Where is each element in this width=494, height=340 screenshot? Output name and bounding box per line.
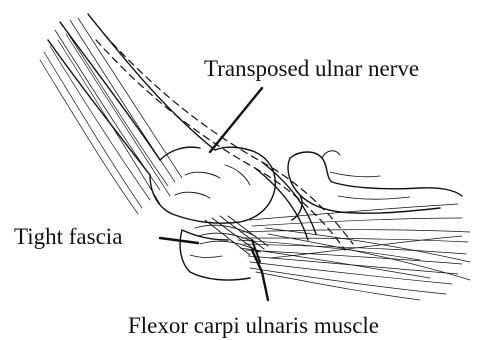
proximal-forearm xyxy=(180,230,250,280)
arm-muscle-fibres xyxy=(40,18,182,214)
label-transposed-ulnar-nerve: Transposed ulnar nerve xyxy=(204,57,419,80)
label-tight-fascia: Tight fascia xyxy=(14,225,122,248)
fascia-leader-line xyxy=(160,238,198,243)
fcu-muscle-fibres xyxy=(238,204,470,300)
humerus-bone xyxy=(48,14,275,223)
nerve-leader-line xyxy=(210,88,262,152)
label-flexor-carpi-ulnaris: Flexor carpi ulnaris muscle xyxy=(128,314,379,337)
